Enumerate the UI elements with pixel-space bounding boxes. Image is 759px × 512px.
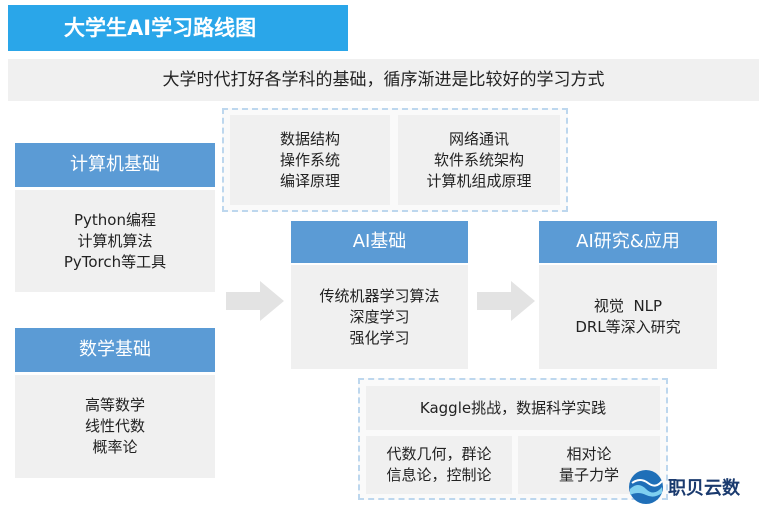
- cs-advanced-right-box: 网络通讯 软件系统架构 计算机组成原理: [398, 115, 560, 205]
- advanced-math-item: 信息论，控制论: [386, 466, 492, 484]
- advanced-math-item: 代数几何，群论: [386, 445, 492, 463]
- cs-basics-item: PyTorch等工具: [63, 252, 167, 271]
- advanced-math-box: 代数几何，群论 信息论，控制论: [366, 436, 512, 494]
- math-basics-heading: 数学基础: [15, 328, 215, 372]
- ai-basics-item: 深度学习: [349, 307, 410, 326]
- ai-basics-item: 强化学习: [349, 328, 410, 347]
- subtitle: 大学时代打好各学科的基础，循序渐进是比较好的学习方式: [8, 59, 759, 101]
- globe-logo-icon: [629, 470, 663, 504]
- cs-advanced-item: 软件系统架构: [433, 150, 524, 169]
- math-basics-item: 线性代数: [84, 417, 145, 435]
- cs-advanced-item: 编译原理: [279, 171, 340, 190]
- cs-basics-item: Python编程: [74, 210, 156, 229]
- cs-advanced-left-box: 数据结构 操作系统 编译原理: [230, 115, 390, 205]
- kaggle-text: Kaggle挑战，数据科学实践: [419, 398, 607, 417]
- kaggle-box: Kaggle挑战，数据科学实践: [366, 386, 660, 430]
- physics-item: 量子力学: [558, 466, 619, 484]
- cs-advanced-item: 操作系统: [279, 150, 340, 169]
- ai-research-item: 视觉 NLP: [593, 297, 663, 315]
- arrow-right-icon: [226, 281, 284, 321]
- cs-basics-heading: 计算机基础: [15, 143, 215, 187]
- ai-basics-panel: 传统机器学习算法 深度学习 强化学习: [291, 265, 468, 369]
- cs-advanced-item: 网络通讯: [448, 129, 509, 148]
- cs-basics-item: 计算机算法: [77, 231, 153, 250]
- ai-basics-heading: AI基础: [291, 221, 468, 263]
- math-basics-panel: 高等数学 线性代数 概率论: [15, 375, 215, 478]
- math-basics-item: 概率论: [92, 438, 138, 456]
- cs-advanced-item: 数据结构: [279, 129, 340, 148]
- brand-logo: 职贝云数: [628, 468, 756, 506]
- cs-advanced-item: 计算机组成原理: [426, 171, 532, 190]
- page-title: 大学生AI学习路线图: [8, 5, 348, 51]
- ai-research-heading: AI研究&应用: [539, 221, 717, 263]
- ai-research-panel: 视觉 NLP DRL等深入研究: [539, 265, 717, 369]
- arrow-right-icon: [477, 281, 535, 321]
- cs-basics-panel: Python编程 计算机算法 PyTorch等工具: [15, 190, 215, 292]
- physics-item: 相对论: [566, 445, 612, 463]
- ai-basics-item: 传统机器学习算法: [319, 286, 440, 305]
- logo-text: 职贝云数: [668, 478, 740, 499]
- math-basics-item: 高等数学: [84, 396, 145, 414]
- ai-research-item: DRL等深入研究: [575, 318, 681, 336]
